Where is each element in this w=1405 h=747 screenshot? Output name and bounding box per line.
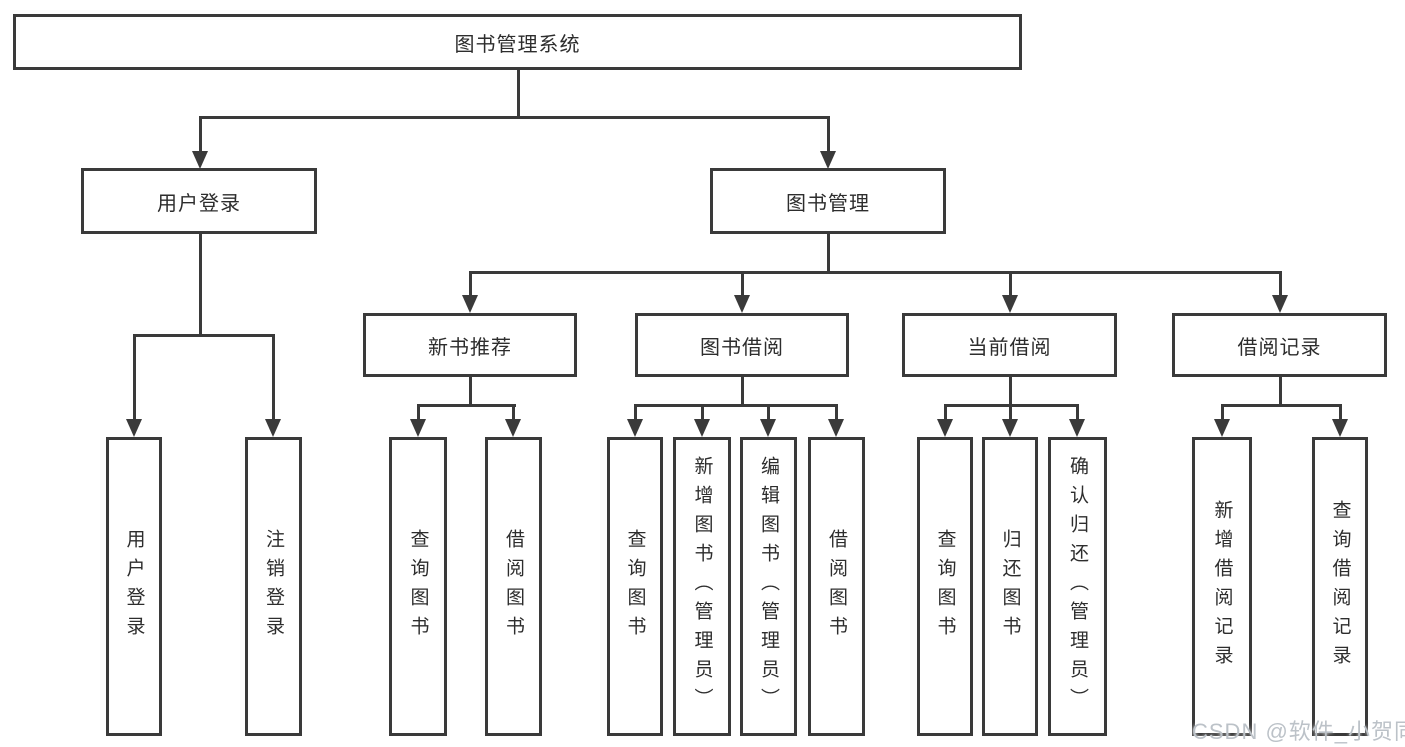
connector-leaf-user-login-stem — [133, 334, 136, 421]
connector-book-borrow-down — [741, 375, 744, 406]
connector-leaf9-stem — [944, 404, 947, 421]
connector-leaf11-stem — [1076, 404, 1079, 421]
arrowhead-user-login — [192, 151, 208, 169]
connector-user-login-rail — [133, 334, 275, 337]
connector-new-book-rec-rail — [417, 404, 516, 407]
node-leaf-query-book-1: 查询图书 — [389, 437, 447, 736]
connector-leaf8-stem — [835, 404, 838, 421]
connector-user-login-stem — [199, 116, 202, 154]
connector-leaf7-stem — [767, 404, 770, 421]
node-leaf-borrow-book-1: 借阅图书 — [485, 437, 542, 736]
node-leaf-logout: 注销登录 — [245, 437, 302, 736]
node-leaf-user-login: 用户登录 — [106, 437, 162, 736]
arrowhead-leaf-user-login — [126, 419, 142, 437]
arrowhead-leaf-query-book-1 — [410, 419, 426, 437]
arrowhead-current-borrow — [1002, 295, 1018, 313]
node-root: 图书管理系统 — [13, 14, 1022, 70]
arrowhead-leaf-confirm-return — [1069, 419, 1085, 437]
connector-level2-rail — [199, 116, 830, 119]
connector-current-borrow-down — [1009, 375, 1012, 406]
arrowhead-leaf-borrow-book-2 — [828, 419, 844, 437]
connector-leaf10-stem — [1009, 404, 1012, 421]
node-leaf-add-book-admin: 新增图书（管理员） — [673, 437, 731, 736]
connector-book-borrow-rail — [634, 404, 838, 407]
connector-leaf3-stem — [417, 404, 420, 421]
arrowhead-leaf-return-book — [1002, 419, 1018, 437]
connector-leaf4-stem — [512, 404, 515, 421]
connector-leaf6-stem — [701, 404, 704, 421]
connector-current-borrow-stem — [1009, 271, 1012, 299]
connector-borrow-record-rail — [1221, 404, 1341, 407]
arrowhead-leaf-borrow-book-1 — [505, 419, 521, 437]
connector-book-mgmt-stem — [827, 116, 830, 154]
arrowhead-leaf-query-book-3 — [937, 419, 953, 437]
node-user-login: 用户登录 — [81, 168, 317, 234]
arrowhead-leaf-query-record — [1332, 419, 1348, 437]
node-borrow-record: 借阅记录 — [1172, 313, 1387, 377]
connector-borrow-record-down — [1279, 375, 1282, 406]
connector-root-stem — [517, 70, 520, 119]
connector-new-book-rec-down — [469, 375, 472, 406]
connector-book-mgmt-down — [827, 234, 830, 274]
node-book-mgmt: 图书管理 — [710, 168, 946, 234]
csdn-watermark: CSDN @软件_小贺同学 — [1192, 719, 1405, 744]
connector-borrow-record-stem — [1279, 271, 1282, 299]
node-leaf-borrow-book-2: 借阅图书 — [808, 437, 865, 736]
connector-leaf13-stem — [1339, 404, 1342, 421]
node-leaf-return-book: 归还图书 — [982, 437, 1038, 736]
node-leaf-edit-book-admin: 编辑图书（管理员） — [740, 437, 797, 736]
arrowhead-book-mgmt — [820, 151, 836, 169]
node-book-borrow: 图书借阅 — [635, 313, 849, 377]
node-leaf-add-borrow-record: 新增借阅记录 — [1192, 437, 1252, 736]
connector-book-borrow-stem — [741, 271, 744, 299]
connector-leaf12-stem — [1221, 404, 1224, 421]
arrowhead-leaf-logout — [265, 419, 281, 437]
arrowhead-leaf-add-record — [1214, 419, 1230, 437]
arrowhead-new-book-rec — [462, 295, 478, 313]
arrowhead-leaf-edit-book — [760, 419, 776, 437]
arrowhead-leaf-add-book — [694, 419, 710, 437]
node-current-borrow: 当前借阅 — [902, 313, 1117, 377]
connector-user-login-down — [199, 234, 202, 336]
node-leaf-query-book-3: 查询图书 — [917, 437, 973, 736]
node-leaf-query-book-2: 查询图书 — [607, 437, 663, 736]
connector-new-book-rec-stem — [469, 271, 472, 299]
node-new-book-rec: 新书推荐 — [363, 313, 577, 377]
arrowhead-borrow-record — [1272, 295, 1288, 313]
node-leaf-confirm-return-admin: 确认归还（管理员） — [1048, 437, 1107, 736]
connector-level3-rail — [469, 271, 1281, 274]
node-leaf-query-borrow-record: 查询借阅记录 — [1312, 437, 1368, 736]
arrowhead-leaf-query-book-2 — [627, 419, 643, 437]
connector-leaf-logout-stem — [272, 334, 275, 421]
connector-leaf5-stem — [634, 404, 637, 421]
arrowhead-book-borrow — [734, 295, 750, 313]
